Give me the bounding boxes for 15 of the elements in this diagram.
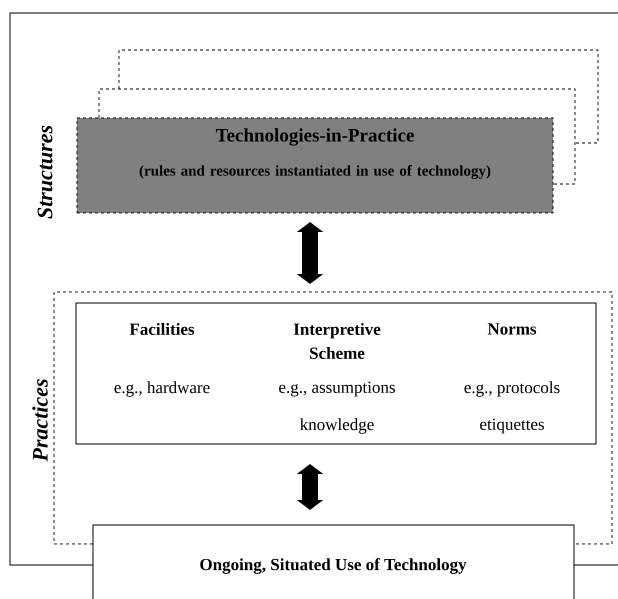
example-text: etiquettes xyxy=(480,418,544,434)
box-subtitle: (rules and resources instantiated in use of technology) xyxy=(140,165,490,179)
box-heading: Technologies-in-Practice xyxy=(216,128,414,146)
example-text: e.g., protocols xyxy=(464,381,560,397)
column-heading: Norms xyxy=(488,323,536,335)
double-arrow xyxy=(296,222,324,284)
side-heading: Structures xyxy=(38,126,52,219)
column-heading: Facilities xyxy=(130,323,194,335)
box-heading: Ongoing, Situated Use of Technology xyxy=(200,558,466,574)
column-heading: Interpretive Scheme xyxy=(294,323,380,359)
example-text: e.g., assumptions xyxy=(279,382,395,396)
side-heading: Practices xyxy=(32,379,48,462)
example-text: knowledge xyxy=(300,418,374,434)
example-text: e.g., hardware xyxy=(114,381,210,397)
double-arrow xyxy=(296,464,324,510)
